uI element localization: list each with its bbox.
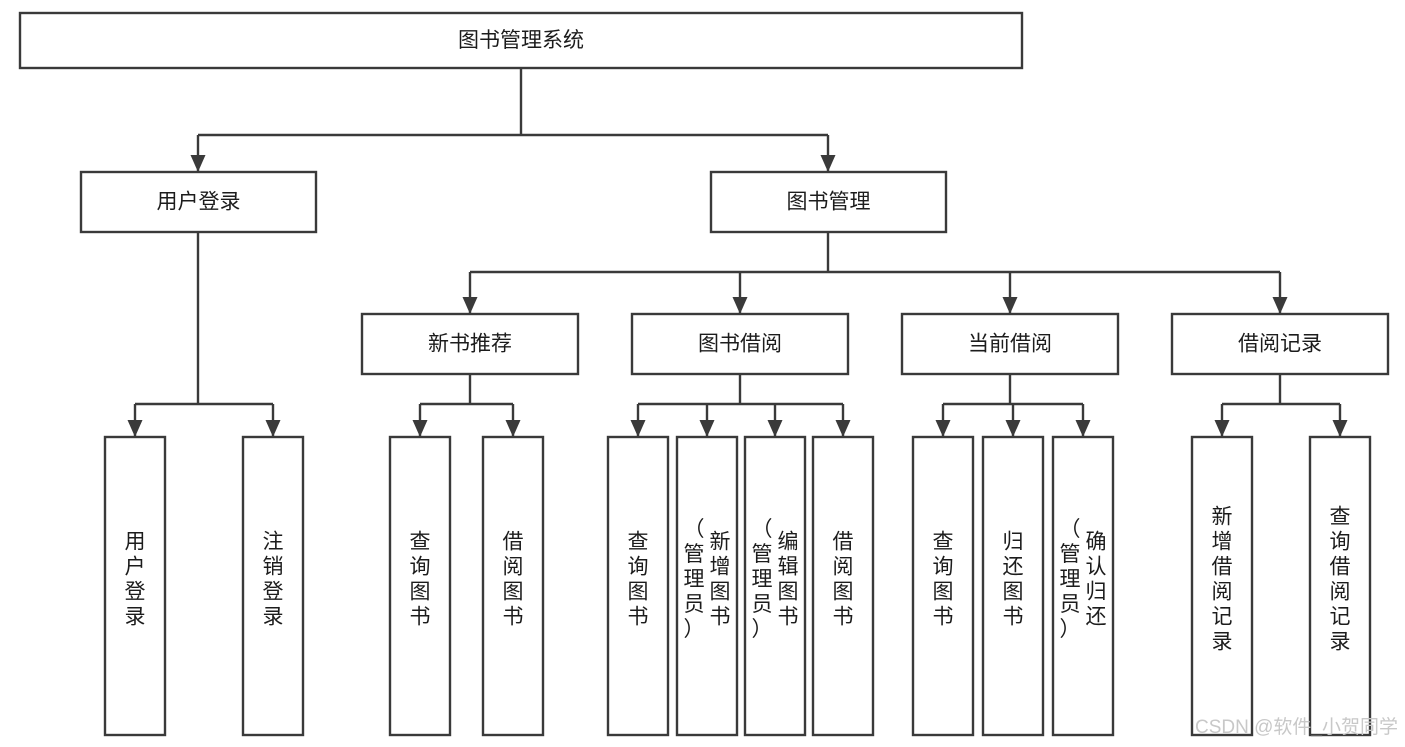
node-new-book-rec[interactable]: 新书推荐 — [360, 312, 580, 376]
node-label-root: 图书管理系统 — [458, 29, 584, 52]
arrow-head-icon — [935, 420, 951, 437]
node-label-leaf-query-book-borrow: 查询图书 — [628, 531, 649, 629]
node-label-leaf-add-record: 新增借阅记录 — [1212, 506, 1233, 654]
node-label-leaf-user-login: 用户登录 — [125, 531, 146, 629]
node-label-new-book-rec: 新书推荐 — [428, 333, 512, 356]
connector-new-book-rec-to-leaves — [412, 374, 521, 437]
node-label-leaf-add-book: （管理员） — [684, 518, 705, 641]
node-box-leaf-query-book-cur[interactable] — [911, 435, 975, 737]
node-label-current-borrow: 当前借阅 — [968, 333, 1052, 356]
arrow-head-icon — [699, 420, 715, 437]
node-label-leaf-add-book: 新增图书 — [710, 531, 731, 629]
node-box-leaf-query-record[interactable] — [1308, 435, 1372, 737]
node-label-user-login: 用户登录 — [157, 191, 241, 214]
node-borrow-record[interactable]: 借阅记录 — [1170, 312, 1390, 376]
node-box-leaf-query-book-rec[interactable] — [388, 435, 452, 737]
node-box-leaf-logout[interactable] — [241, 435, 305, 737]
node-book-borrow[interactable]: 图书借阅 — [630, 312, 850, 376]
arrow-head-icon — [1272, 297, 1288, 314]
arrow-head-icon — [412, 420, 428, 437]
connector-current-borrow-to-leaves — [935, 374, 1091, 437]
arrow-head-icon — [820, 155, 836, 172]
arrow-head-icon — [127, 420, 143, 437]
arrow-head-icon — [767, 420, 783, 437]
csdn-watermark: CSDN @软件_小贺同学 — [1195, 716, 1398, 738]
node-box-leaf-add-book[interactable] — [675, 435, 739, 737]
node-box-leaf-query-book-borrow[interactable] — [606, 435, 670, 737]
node-boxes-group: 图书管理系统用户登录图书管理新书推荐图书借阅当前借阅借阅记录用户登录注销登录查询… — [18, 11, 1390, 737]
arrow-head-icon — [1332, 420, 1348, 437]
node-box-user-login[interactable] — [79, 170, 318, 234]
node-label-leaf-confirm-return: 确认归还 — [1086, 531, 1107, 629]
node-label-book-borrow: 图书借阅 — [698, 333, 782, 356]
connector-borrow-record-to-leaves — [1214, 374, 1348, 437]
node-label-leaf-confirm-return: （管理员） — [1060, 518, 1081, 641]
node-leaf-confirm-return[interactable]: 确认归还（管理员） — [1051, 435, 1115, 737]
arrow-head-icon — [190, 155, 206, 172]
node-leaf-borrow-book-rec[interactable]: 借阅图书 — [481, 435, 545, 737]
arrow-head-icon — [732, 297, 748, 314]
arrow-head-icon — [1214, 420, 1230, 437]
node-label-leaf-edit-book: 编辑图书 — [778, 531, 799, 629]
node-leaf-add-book[interactable]: 新增图书（管理员） — [675, 435, 739, 737]
node-box-leaf-user-login[interactable] — [103, 435, 167, 737]
node-box-root[interactable] — [18, 11, 1024, 70]
arrow-head-icon — [462, 297, 478, 314]
arrow-head-icon — [1075, 420, 1091, 437]
node-label-leaf-borrow-book: 借阅图书 — [833, 531, 854, 629]
node-box-leaf-add-record[interactable] — [1190, 435, 1254, 737]
node-label-leaf-logout: 注销登录 — [263, 531, 284, 629]
node-leaf-query-book-cur[interactable]: 查询图书 — [911, 435, 975, 737]
node-leaf-query-book-borrow[interactable]: 查询图书 — [606, 435, 670, 737]
node-box-book-manage[interactable] — [709, 170, 948, 234]
node-box-current-borrow[interactable] — [900, 312, 1120, 376]
node-leaf-user-login[interactable]: 用户登录 — [103, 435, 167, 737]
node-leaf-borrow-book[interactable]: 借阅图书 — [811, 435, 875, 737]
node-leaf-query-book-rec[interactable]: 查询图书 — [388, 435, 452, 737]
node-box-new-book-rec[interactable] — [360, 312, 580, 376]
arrow-head-icon — [265, 420, 281, 437]
connector-lines-group — [127, 68, 1348, 437]
connector-book-borrow-to-leaves — [630, 374, 851, 437]
arrow-head-icon — [630, 420, 646, 437]
node-label-borrow-record: 借阅记录 — [1238, 333, 1322, 356]
connector-user-login-to-leaves — [127, 232, 281, 437]
node-label-leaf-edit-book: （管理员） — [752, 518, 773, 641]
arrow-head-icon — [1002, 297, 1018, 314]
node-label-leaf-query-record: 查询借阅记录 — [1330, 506, 1351, 654]
node-box-leaf-borrow-book-rec[interactable] — [481, 435, 545, 737]
arrow-head-icon — [1005, 420, 1021, 437]
node-book-manage[interactable]: 图书管理 — [709, 170, 948, 234]
node-box-book-borrow[interactable] — [630, 312, 850, 376]
node-leaf-edit-book[interactable]: 编辑图书（管理员） — [743, 435, 807, 737]
connector-book-manage-to-level3 — [462, 232, 1288, 314]
connector-root-to-level2 — [190, 68, 836, 172]
arrow-head-icon — [505, 420, 521, 437]
node-user-login[interactable]: 用户登录 — [79, 170, 318, 234]
node-box-borrow-record[interactable] — [1170, 312, 1390, 376]
arrow-head-icon — [835, 420, 851, 437]
node-leaf-add-record[interactable]: 新增借阅记录 — [1190, 435, 1254, 737]
node-box-leaf-edit-book[interactable] — [743, 435, 807, 737]
node-leaf-logout[interactable]: 注销登录 — [241, 435, 305, 737]
node-box-leaf-confirm-return[interactable] — [1051, 435, 1115, 737]
node-root[interactable]: 图书管理系统 — [18, 11, 1024, 70]
node-box-leaf-return-book[interactable] — [981, 435, 1045, 737]
node-label-leaf-query-book-rec: 查询图书 — [410, 531, 431, 629]
node-label-book-manage: 图书管理 — [787, 191, 871, 214]
node-leaf-return-book[interactable]: 归还图书 — [981, 435, 1045, 737]
node-current-borrow[interactable]: 当前借阅 — [900, 312, 1120, 376]
node-label-leaf-return-book: 归还图书 — [1003, 531, 1024, 629]
node-box-leaf-borrow-book[interactable] — [811, 435, 875, 737]
node-leaf-query-record[interactable]: 查询借阅记录 — [1308, 435, 1372, 737]
node-label-leaf-borrow-book-rec: 借阅图书 — [503, 531, 524, 629]
node-label-leaf-query-book-cur: 查询图书 — [933, 531, 954, 629]
